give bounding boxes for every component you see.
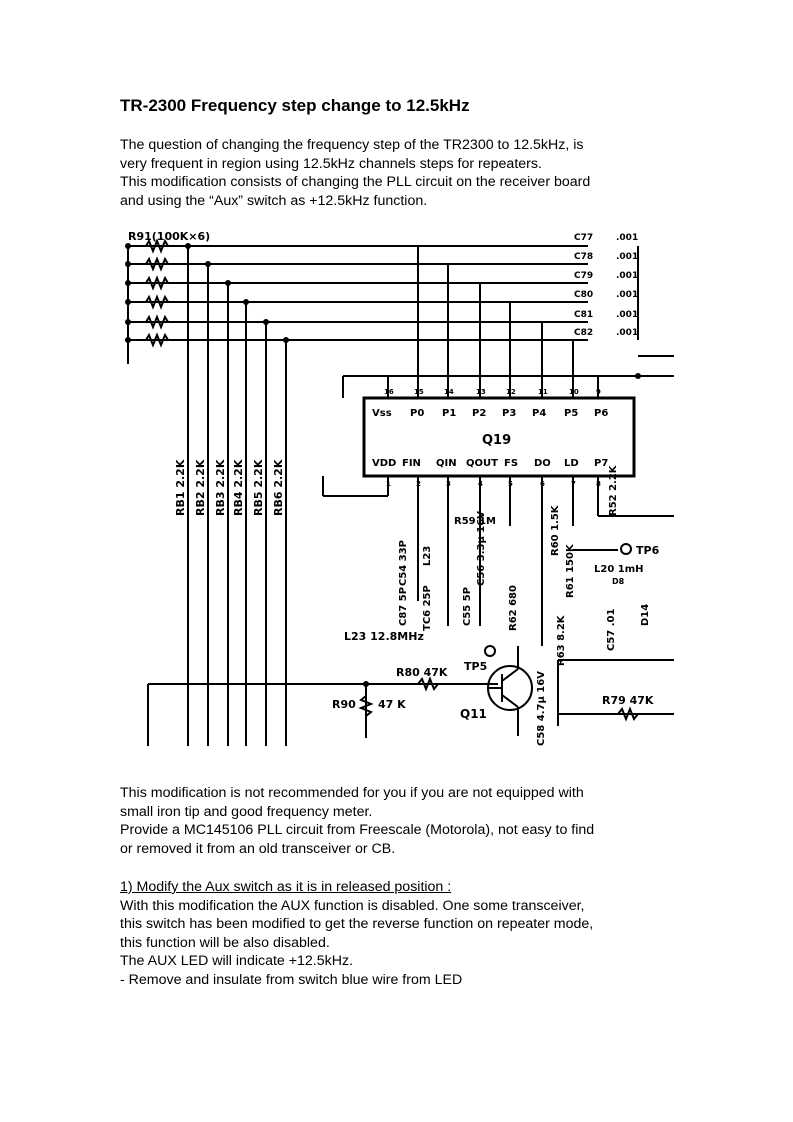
step1-line: this function will be also disabled. — [120, 934, 330, 951]
pin-number: 3 — [446, 480, 451, 488]
c55-label: C55 5P — [462, 587, 473, 626]
body-line: Provide a MC145106 PLL circuit from Free… — [120, 822, 595, 839]
q11-label: Q11 — [460, 707, 487, 721]
pin-number: 12 — [506, 388, 516, 396]
c57-label: C57 .01 — [606, 609, 617, 651]
pll-schematic-diagram: R91(100K×6) C77 .001 C78 .001 C79 .001 C… — [125, 230, 674, 746]
ic-pin-p4: P4 — [532, 408, 546, 419]
pin-number: 16 — [384, 388, 394, 396]
d14-label: D14 — [640, 604, 651, 626]
pin-number: 2 — [416, 480, 421, 488]
body-line: small iron tip and good frequency meter. — [120, 803, 373, 820]
r90-label: R90 — [332, 698, 356, 711]
ic-pin-qout: QOUT — [466, 458, 498, 469]
r63-label: R63 8.2K — [556, 614, 567, 666]
pin-number: 8 — [596, 480, 601, 488]
r59-label: R59 1M — [454, 516, 496, 527]
c79-label: C79 — [574, 271, 593, 281]
r61-label: R61 150K — [565, 543, 576, 598]
c54-label: C54 33P — [398, 540, 409, 586]
ic-label: Q19 — [482, 433, 511, 448]
c58-label: C58 4.7µ 16V — [536, 671, 547, 746]
rb2-label: RB2 2.2K — [194, 459, 207, 516]
intro-paragraph: The question of changing the frequency s… — [120, 136, 680, 210]
step1-line: - Remove and insulate from switch blue w… — [120, 971, 463, 988]
pin-number: 10 — [569, 388, 579, 396]
r52-label: R52 2.2K — [608, 464, 619, 516]
step1-heading: 1) Modify the Aux switch as it is in rel… — [120, 879, 452, 895]
r80-label: R80 47K — [396, 666, 448, 679]
r62-label: R62 680 — [508, 585, 519, 631]
ic-pin-vdd: VDD — [372, 458, 396, 469]
c78-label: C78 — [574, 252, 593, 262]
ic-pin-p0: P0 — [410, 408, 424, 419]
intro-line: and using the “Aux” switch as +12.5kHz f… — [120, 192, 428, 209]
ic-pin-vss: Vss — [372, 408, 392, 419]
c81-value: .001 — [616, 310, 638, 320]
step1-line: this switch has been modified to get the… — [120, 916, 594, 933]
r90-value: 47 K — [378, 698, 406, 711]
c77-value: .001 — [616, 233, 638, 243]
pin-number: 15 — [414, 388, 424, 396]
step1-section: 1) Modify the Aux switch as it is in rel… — [120, 878, 680, 990]
rb6-label: RB6 2.2K — [272, 459, 285, 516]
ic-pin-p3: P3 — [502, 408, 516, 419]
c82-label: C82 — [574, 328, 593, 338]
ic-pin-p7: P7 — [594, 458, 608, 469]
ic-pin-do: DO — [534, 458, 551, 469]
body-line: This modification is not recommended for… — [120, 785, 584, 801]
ic-pin-p2: P2 — [472, 408, 486, 419]
rb1-label: RB1 2.2K — [174, 459, 187, 516]
r79-label: R79 47K — [602, 694, 654, 707]
step1-line: The AUX LED will indicate +12.5kHz. — [120, 953, 354, 970]
c78-value: .001 — [616, 252, 638, 262]
ic-pin-p1: P1 — [442, 408, 456, 419]
pin-number: 4 — [478, 480, 483, 488]
pin-number: 6 — [540, 480, 545, 488]
rb3-label: RB3 2.2K — [214, 459, 227, 516]
c87-label: C87 5P — [398, 587, 409, 626]
rb5-label: RB5 2.2K — [252, 459, 265, 516]
tc6-label: TC6 25P — [422, 585, 433, 631]
tp5-label: TP5 — [464, 660, 487, 673]
l23-freq-label: L23 12.8MHz — [344, 630, 424, 643]
l23-label: L23 — [422, 546, 433, 566]
pin-number: 7 — [571, 480, 576, 488]
r60-label: R60 1.5K — [550, 504, 561, 556]
pin-number: 1 — [386, 480, 391, 488]
ic-pin-fs: FS — [504, 458, 518, 469]
pin-number: 13 — [476, 388, 486, 396]
ic-pin-p6: P6 — [594, 408, 608, 419]
page-title: TR-2300 Frequency step change to 12.5kHz — [120, 96, 470, 115]
pin-number: 5 — [508, 480, 513, 488]
rb4-label: RB4 2.2K — [232, 459, 245, 516]
intro-line: The question of changing the frequency s… — [120, 137, 584, 153]
d8-label: D8 — [612, 577, 625, 586]
ic-pin-qin: QIN — [436, 458, 457, 469]
c56-label: C56 3.3µ 16V — [476, 511, 487, 586]
intro-line: This modification consists of changing t… — [120, 174, 591, 191]
ic-pin-p5: P5 — [564, 408, 578, 419]
ic-pin-ld: LD — [564, 458, 579, 469]
pin-number: 9 — [596, 388, 601, 396]
c77-label: C77 — [574, 233, 593, 243]
ic-pin-fin: FIN — [402, 458, 421, 469]
intro-line: very frequent in region using 12.5kHz ch… — [120, 155, 542, 172]
tp6-label: TP6 — [636, 544, 660, 557]
c80-label: C80 — [574, 290, 593, 300]
c80-value: .001 — [616, 290, 638, 300]
l20-label: L20 1mH — [594, 564, 644, 575]
pin-number: 11 — [538, 388, 548, 396]
warning-paragraph: This modification is not recommended for… — [120, 784, 680, 858]
step1-line: With this modification the AUX function … — [120, 897, 585, 914]
c82-value: .001 — [616, 328, 638, 338]
body-line: or removed it from an old transceiver or… — [120, 840, 396, 857]
pin-number: 14 — [444, 388, 454, 396]
c81-label: C81 — [574, 310, 593, 320]
r91-label: R91(100K×6) — [128, 230, 210, 243]
c79-value: .001 — [616, 271, 638, 281]
